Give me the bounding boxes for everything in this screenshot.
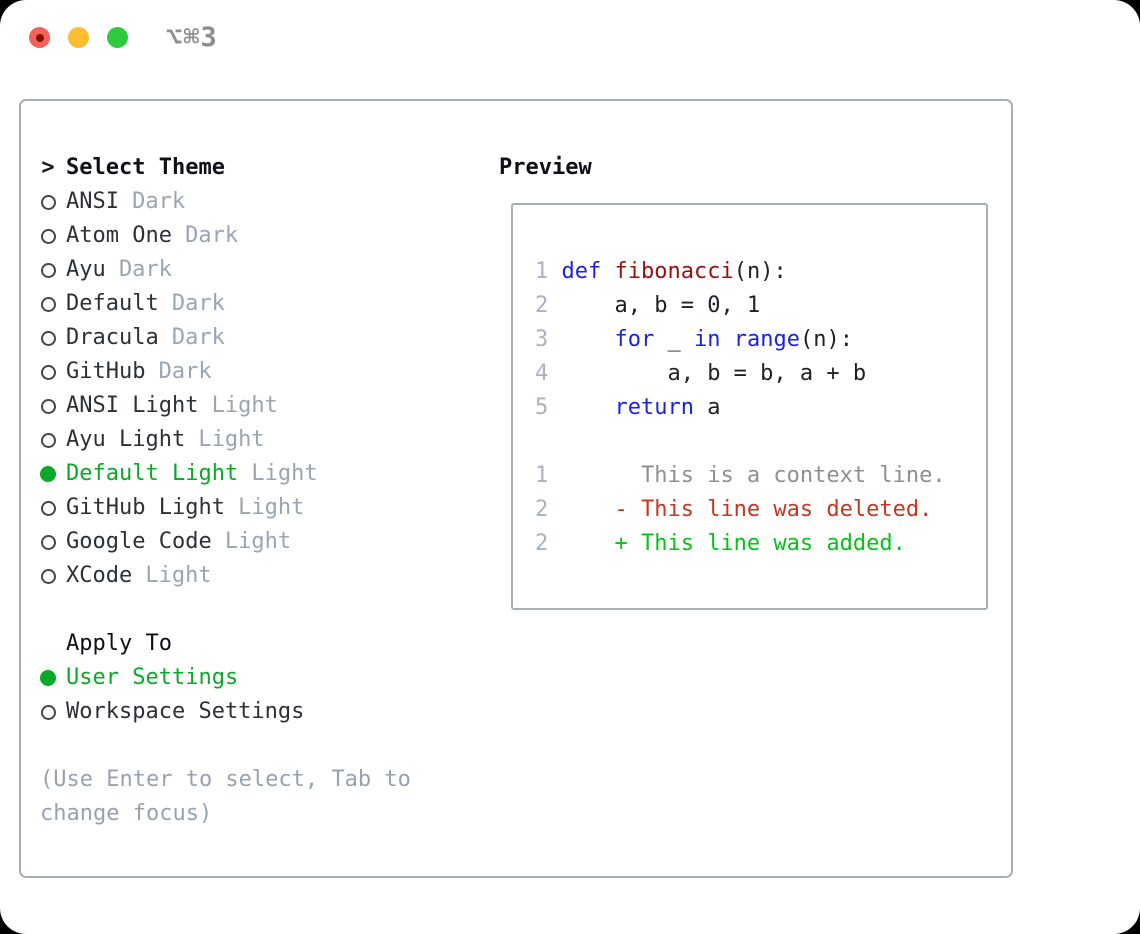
theme-list-item[interactable]: Dracula Dark <box>40 321 460 355</box>
radio-icon <box>40 262 56 278</box>
theme-list-item[interactable]: Ayu Light Light <box>40 423 460 457</box>
radio-icon <box>40 534 56 550</box>
theme-variant: Light <box>251 461 318 486</box>
theme-list-item[interactable]: GitHub Light Light <box>40 491 460 525</box>
code-preview: 1 def fibonacci(n): 2 a, b = 0, 1 3 for _ … <box>513 205 986 561</box>
traffic-lights <box>29 27 128 48</box>
theme-variant: Dark <box>118 257 172 282</box>
theme-variant: Dark <box>158 359 212 384</box>
zoom-button[interactable] <box>107 27 128 48</box>
theme-list-item[interactable]: GitHub Dark <box>40 355 460 389</box>
apply-to-option[interactable]: Workspace Settings <box>40 695 460 729</box>
theme-name: Google Code <box>66 529 212 554</box>
radio-icon <box>40 296 56 312</box>
spacer <box>40 593 460 627</box>
theme-variant: Light <box>211 393 278 418</box>
theme-name: ANSI Light <box>66 393 199 418</box>
code-line: 3 for _ in range(n): <box>535 327 853 352</box>
theme-picker-panel: > Select Theme ANSI Dark Atom One Dark A… <box>19 99 1013 878</box>
theme-variant: Dark <box>132 189 186 214</box>
radio-icon <box>40 466 56 482</box>
theme-list-item[interactable]: Default Light Light <box>40 457 460 491</box>
theme-name: Default Light <box>66 461 239 486</box>
theme-name: ANSI <box>66 189 119 214</box>
code-line: 5 return a <box>535 395 721 420</box>
theme-list-item[interactable]: XCode Light <box>40 559 460 593</box>
hint-text: (Use Enter to select, Tab to change focu… <box>40 767 411 826</box>
apply-to-option-label: Workspace Settings <box>66 699 305 724</box>
theme-variant: Light <box>224 529 292 554</box>
theme-name: Dracula <box>66 325 159 350</box>
code-line: 1 def fibonacci(n): <box>535 259 787 284</box>
radio-icon <box>40 568 56 584</box>
theme-variant: Light <box>145 563 212 588</box>
radio-icon <box>40 500 56 516</box>
theme-list-item[interactable]: Default Dark <box>40 287 460 321</box>
preview-box: 1 def fibonacci(n): 2 a, b = 0, 1 3 for _ … <box>511 203 988 610</box>
radio-icon <box>40 330 56 346</box>
unsaved-indicator-dot <box>36 34 44 42</box>
theme-variant: Dark <box>185 223 239 248</box>
radio-icon <box>40 704 56 720</box>
code-line <box>535 425 986 459</box>
radio-icon <box>40 194 56 210</box>
radio-icon <box>40 432 56 448</box>
window-shortcut-title: ⌥⌘3 <box>166 22 218 53</box>
spacer <box>40 729 460 763</box>
code-line: 4 a, b = b, a + b <box>535 361 867 386</box>
minimize-button[interactable] <box>68 27 89 48</box>
radio-icon <box>40 364 56 380</box>
theme-list-column: > Select Theme ANSI Dark Atom One Dark A… <box>40 151 460 831</box>
select-theme-header-label: Select Theme <box>66 155 225 180</box>
theme-list-item[interactable]: Atom One Dark <box>40 219 460 253</box>
theme-name: Ayu Light <box>66 427 186 452</box>
code-line: 2 a, b = 0, 1 <box>535 293 761 318</box>
theme-name: GitHub <box>66 359 146 384</box>
theme-list-item[interactable]: Google Code Light <box>40 525 460 559</box>
radio-icon <box>40 228 56 244</box>
radio-icon <box>40 670 56 686</box>
apply-to-option-label: User Settings <box>66 665 239 690</box>
theme-list-item[interactable]: ANSI Dark <box>40 185 460 219</box>
theme-list-item[interactable]: Ayu Dark <box>40 253 460 287</box>
theme-name: XCode <box>66 563 133 588</box>
theme-name: GitHub Light <box>66 495 225 520</box>
radio-icon <box>40 398 56 414</box>
preview-title: Preview <box>499 155 592 180</box>
apply-to-header-label: Apply To <box>66 631 172 656</box>
theme-name: Atom One <box>66 223 172 248</box>
theme-name: Ayu <box>66 257 106 282</box>
apply-to-option[interactable]: User Settings <box>40 661 460 695</box>
theme-variant: Light <box>198 427 265 452</box>
prompt-caret-icon: > <box>41 155 55 180</box>
apply-to-header: Apply To <box>40 627 460 661</box>
code-line: 1 This is a context line. <box>535 463 946 488</box>
code-line: 2 - This line was deleted. <box>535 497 933 522</box>
theme-list: ANSI Dark Atom One Dark Ayu Dark Default… <box>40 185 460 593</box>
close-button[interactable] <box>29 27 50 48</box>
theme-variant: Light <box>238 495 305 520</box>
theme-variant: Dark <box>171 291 225 316</box>
window-titlebar: ⌥⌘3 <box>0 0 1140 72</box>
theme-variant: Dark <box>171 325 225 350</box>
apply-to-options: User Settings Workspace Settings <box>40 661 460 729</box>
select-theme-header: > Select Theme <box>40 151 460 185</box>
theme-name: Default <box>66 291 159 316</box>
code-line: 2 + This line was added. <box>535 531 906 556</box>
theme-list-item[interactable]: ANSI Light Light <box>40 389 460 423</box>
